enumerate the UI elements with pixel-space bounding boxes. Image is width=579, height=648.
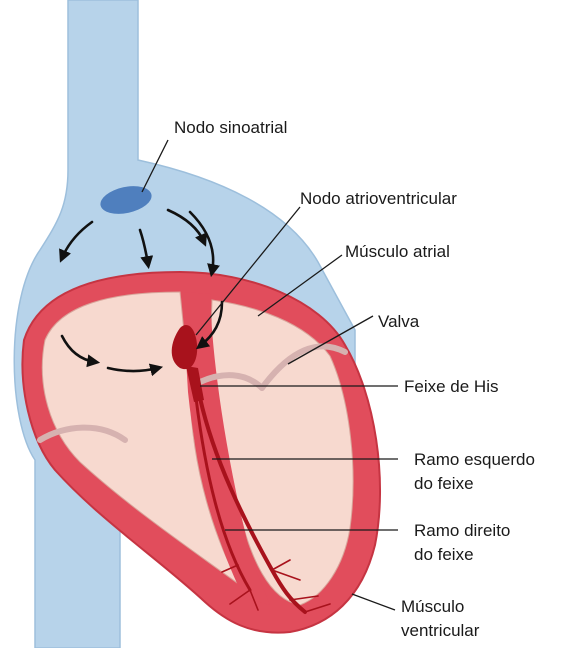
label-atrioventricular-node: Nodo atrioventricular (300, 189, 457, 208)
label-right-bundle-branch-line2: do feixe (414, 545, 474, 564)
label-left-bundle-branch-line2: do feixe (414, 474, 474, 493)
label-ventricular-muscle-line1: Músculo (401, 597, 464, 616)
label-valve: Valva (378, 312, 420, 331)
leader-line-ventricular-muscle (352, 594, 395, 610)
label-sinoatrial-node: Nodo sinoatrial (174, 118, 287, 137)
label-atrial-muscle: Músculo atrial (345, 242, 450, 261)
label-bundle-of-his: Feixe de His (404, 377, 498, 396)
label-ventricular-muscle-line2: ventricular (401, 621, 480, 640)
label-right-bundle-branch-line1: Ramo direito (414, 521, 510, 540)
label-left-bundle-branch-line1: Ramo esquerdo (414, 450, 535, 469)
